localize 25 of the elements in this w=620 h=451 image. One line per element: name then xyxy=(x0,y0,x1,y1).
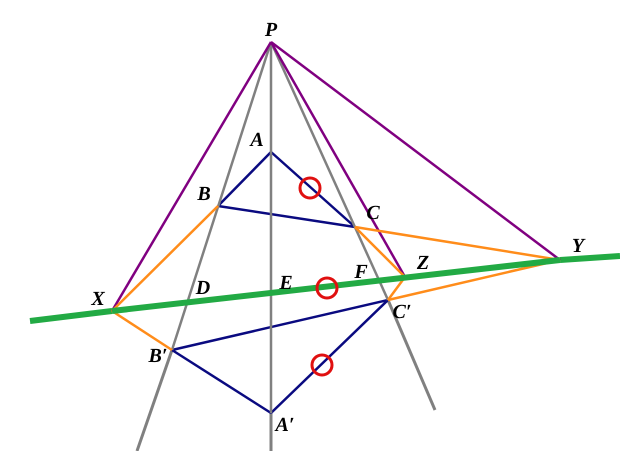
line-segment xyxy=(172,298,388,352)
line-segment xyxy=(111,310,173,352)
line-segment xyxy=(270,299,389,414)
point-label: E xyxy=(278,271,294,295)
point-label: Y xyxy=(564,234,592,258)
point-label: P xyxy=(257,18,285,42)
point-label: X xyxy=(84,287,112,311)
point-label: A xyxy=(243,128,271,152)
line-segment xyxy=(270,41,561,261)
point-label: C′ xyxy=(388,300,416,324)
line-segment xyxy=(217,151,272,207)
line-segment xyxy=(112,257,560,314)
line-segment xyxy=(270,151,356,228)
point-label: B′ xyxy=(144,344,172,368)
point-label: Z xyxy=(409,251,437,275)
line-segment xyxy=(270,42,272,413)
line-segment xyxy=(110,41,272,312)
line-segment xyxy=(218,204,356,228)
point-label: A′ xyxy=(271,413,299,437)
point-label: F xyxy=(353,260,369,284)
point-label: D xyxy=(194,276,212,300)
line-segment xyxy=(111,205,219,312)
line-segment xyxy=(354,226,406,278)
line-segment xyxy=(171,348,272,414)
point-label: B xyxy=(190,182,218,206)
